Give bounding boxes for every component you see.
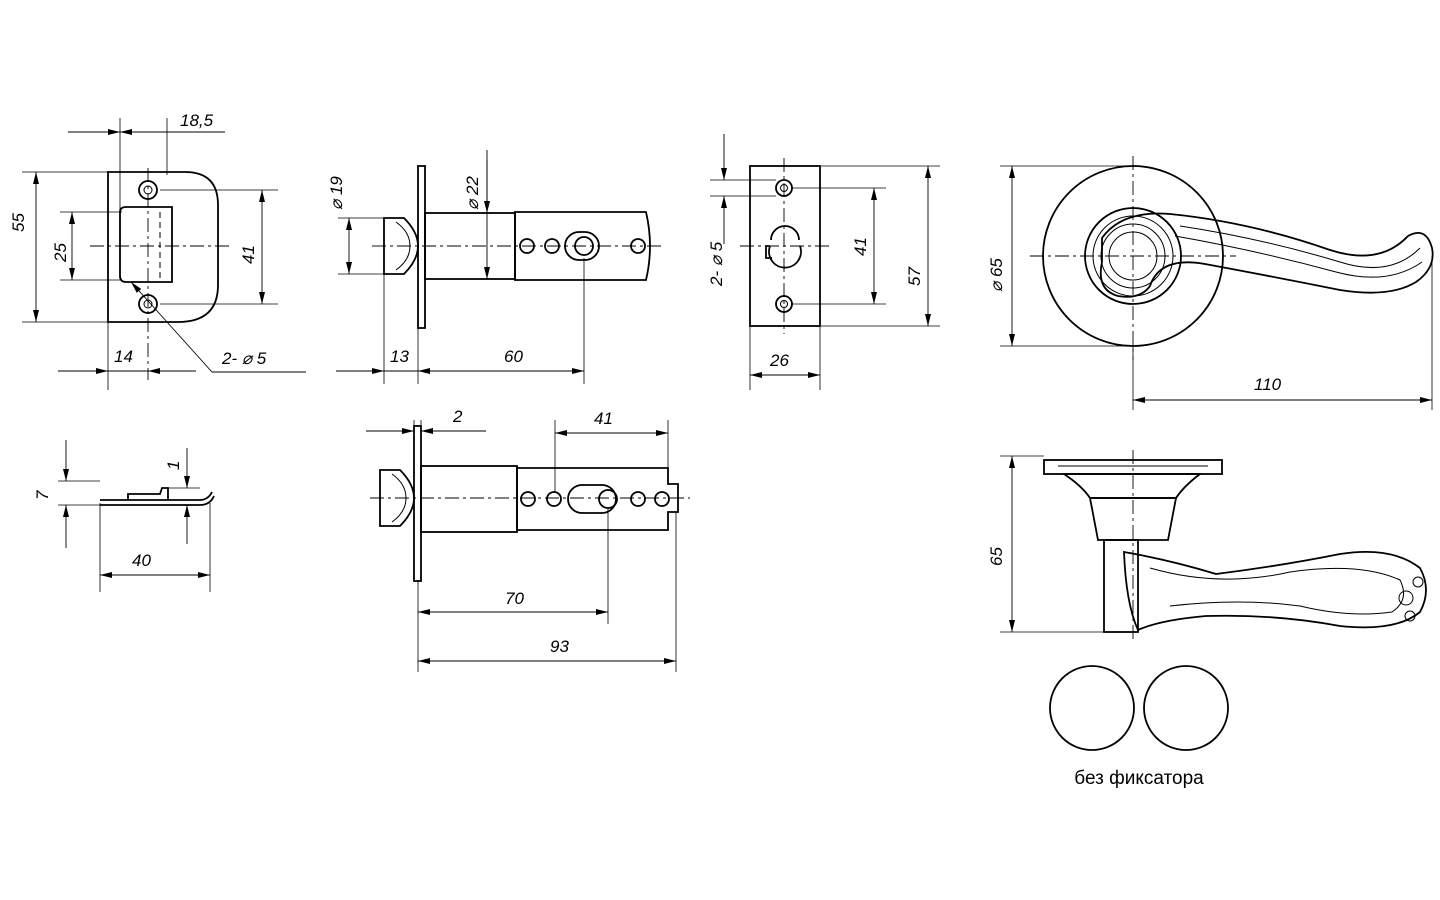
dim-faceplate-hole-spacing: 41 (851, 237, 870, 256)
dim-latch-housing-diameter: ⌀ 22 (463, 176, 482, 210)
strike-plate-front-view: 18,5 55 25 41 14 2- ⌀ 5 (9, 111, 306, 390)
dim-strike-side-thickness: 1 (164, 461, 183, 470)
dim-strike-opening: 25 (51, 243, 70, 263)
dim-strike-hole-spacing: 41 (239, 245, 258, 264)
handle-side-view: 65 (987, 450, 1427, 640)
dim-faceplate-width: 26 (769, 351, 789, 370)
dim-faceplate-holes: 2- ⌀ 5 (707, 241, 726, 287)
dim-latch-bolt-projection: 13 (390, 347, 409, 366)
dim-handle-height: 65 (987, 547, 1006, 566)
dim-latch-extension: 41 (594, 409, 613, 428)
dim-strike-hole-offset: 14 (114, 347, 133, 366)
caption-without-lock: без фиксатора (1074, 768, 1204, 789)
latch-faceplate-view: 2- ⌀ 5 41 57 26 (707, 134, 940, 390)
dim-strike-height: 55 (9, 213, 28, 232)
dim-latch-total-length: 93 (550, 637, 569, 656)
latch-long-view: 2 41 70 93 (366, 407, 690, 672)
latch-short-view: ⌀ 19 ⌀ 22 13 60 (327, 150, 662, 384)
dim-latch-bolt-diameter: ⌀ 19 (327, 176, 346, 210)
dim-faceplate-height: 57 (905, 267, 924, 286)
dim-rosette-diameter: ⌀ 65 (987, 258, 1006, 292)
dim-strike-side-length: 40 (132, 551, 151, 570)
handle-front-view: ⌀ 65 110 (987, 156, 1434, 410)
rosettes-without-lock: без фиксатора (1049, 665, 1229, 789)
strike-plate-side-view: 40 7 1 (33, 440, 215, 592)
dim-strike-side-offset: 7 (33, 490, 52, 500)
dim-handle-length: 110 (1254, 375, 1282, 394)
rosette-left (1049, 665, 1135, 751)
dim-strike-width-top: 18,5 (180, 111, 214, 130)
dim-strike-holes: 2- ⌀ 5 (221, 349, 267, 368)
dim-latch-backset-long: 70 (505, 589, 524, 608)
rosette-right (1143, 665, 1229, 751)
dim-latch-faceplate-thickness: 2 (452, 407, 463, 426)
dim-latch-backset-short: 60 (504, 347, 523, 366)
